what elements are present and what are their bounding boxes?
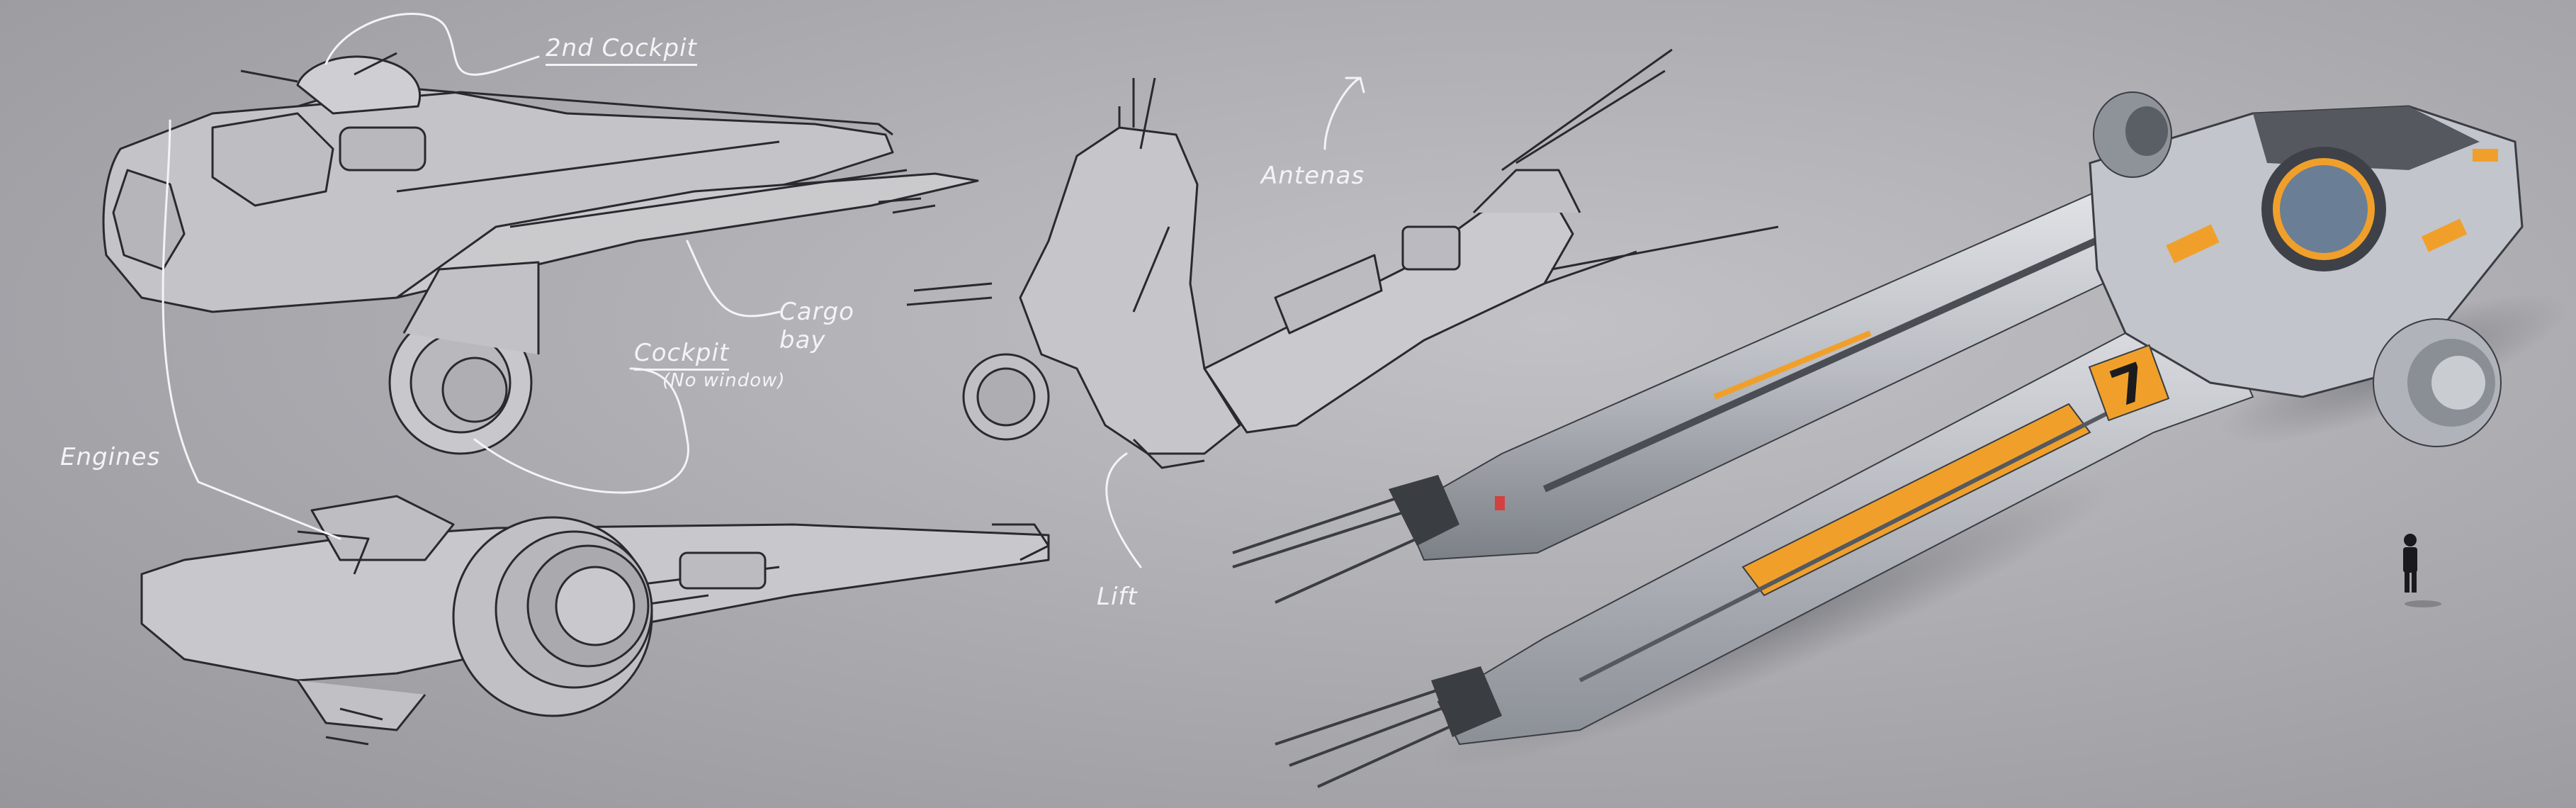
annotation-lift: Lift [1097, 583, 1138, 611]
annotation-no-window: (No window) [662, 370, 786, 391]
sketch-center-ship [962, 77, 1581, 469]
sketch-bottom-left-ship [140, 495, 1050, 746]
annotation-2nd-cockpit: 2nd Cockpit [546, 34, 697, 66]
annotation-cargo-bay: Cargo bay [779, 298, 854, 354]
rendered-ship: 7 [1389, 91, 2569, 770]
sketch-top-left-ship [102, 52, 979, 455]
annotation-leaders [162, 13, 1365, 568]
annotation-engines: Engines [60, 443, 161, 471]
annotation-cockpit: Cockpit [634, 339, 730, 371]
sketch-antennas [906, 48, 1779, 313]
human-scale-figure [2403, 534, 2441, 607]
rendered-antennas [1232, 495, 1474, 788]
annotation-antenas: Antenas [1261, 162, 1365, 190]
